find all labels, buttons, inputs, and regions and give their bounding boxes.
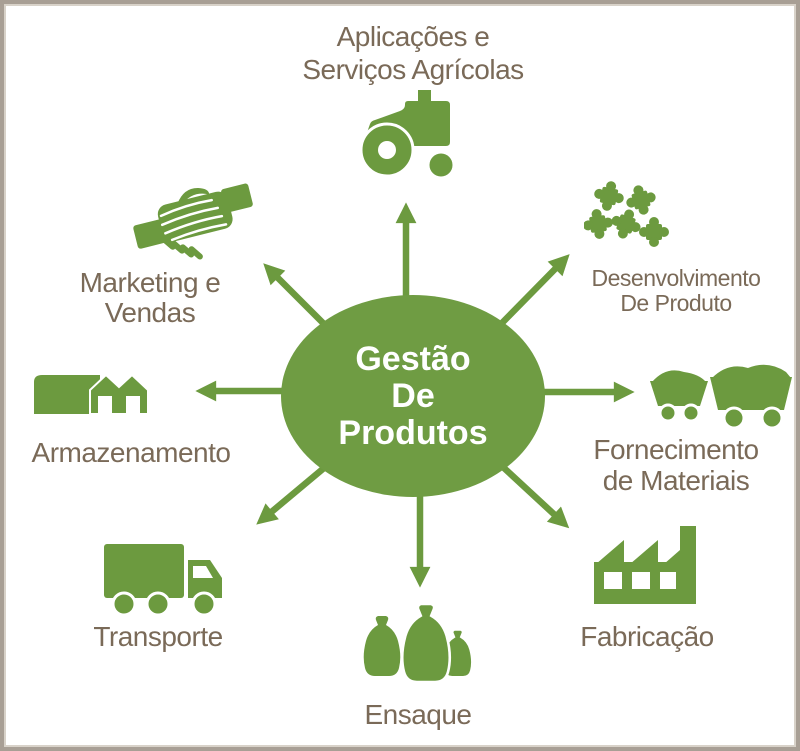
arrow-transporte xyxy=(256,465,327,525)
center-node: Gestão De Produtos xyxy=(281,295,545,497)
arrow-marketing xyxy=(263,263,327,327)
node-label: Transporte xyxy=(93,621,223,652)
node-label: Armazenamento xyxy=(31,437,231,468)
node-label: Marketing e Vendas xyxy=(79,267,221,328)
truck-icon xyxy=(104,544,222,617)
arrow-fabricacao xyxy=(501,465,570,529)
node-label: Desenvolvimento De Produto xyxy=(591,265,761,316)
node-label: Aplicações e Serviços Agrícolas xyxy=(302,21,524,85)
arrow-desenvolvimento xyxy=(498,254,570,327)
tractor-icon xyxy=(360,90,456,180)
node-label: Ensaque xyxy=(364,699,472,730)
supply-wagons-icon xyxy=(650,364,792,430)
puzzle-pieces-icon xyxy=(584,181,669,247)
sacks-icon xyxy=(363,602,473,684)
factory-icon xyxy=(594,526,696,604)
node-label: Fabricação xyxy=(580,621,714,652)
warehouse-icon xyxy=(34,373,149,415)
radial-arrows xyxy=(195,202,635,588)
node-label: Fornecimento de Materiais xyxy=(593,434,759,496)
center-node-label: Gestão De Produtos xyxy=(338,339,488,452)
handshake-icon xyxy=(131,181,255,260)
